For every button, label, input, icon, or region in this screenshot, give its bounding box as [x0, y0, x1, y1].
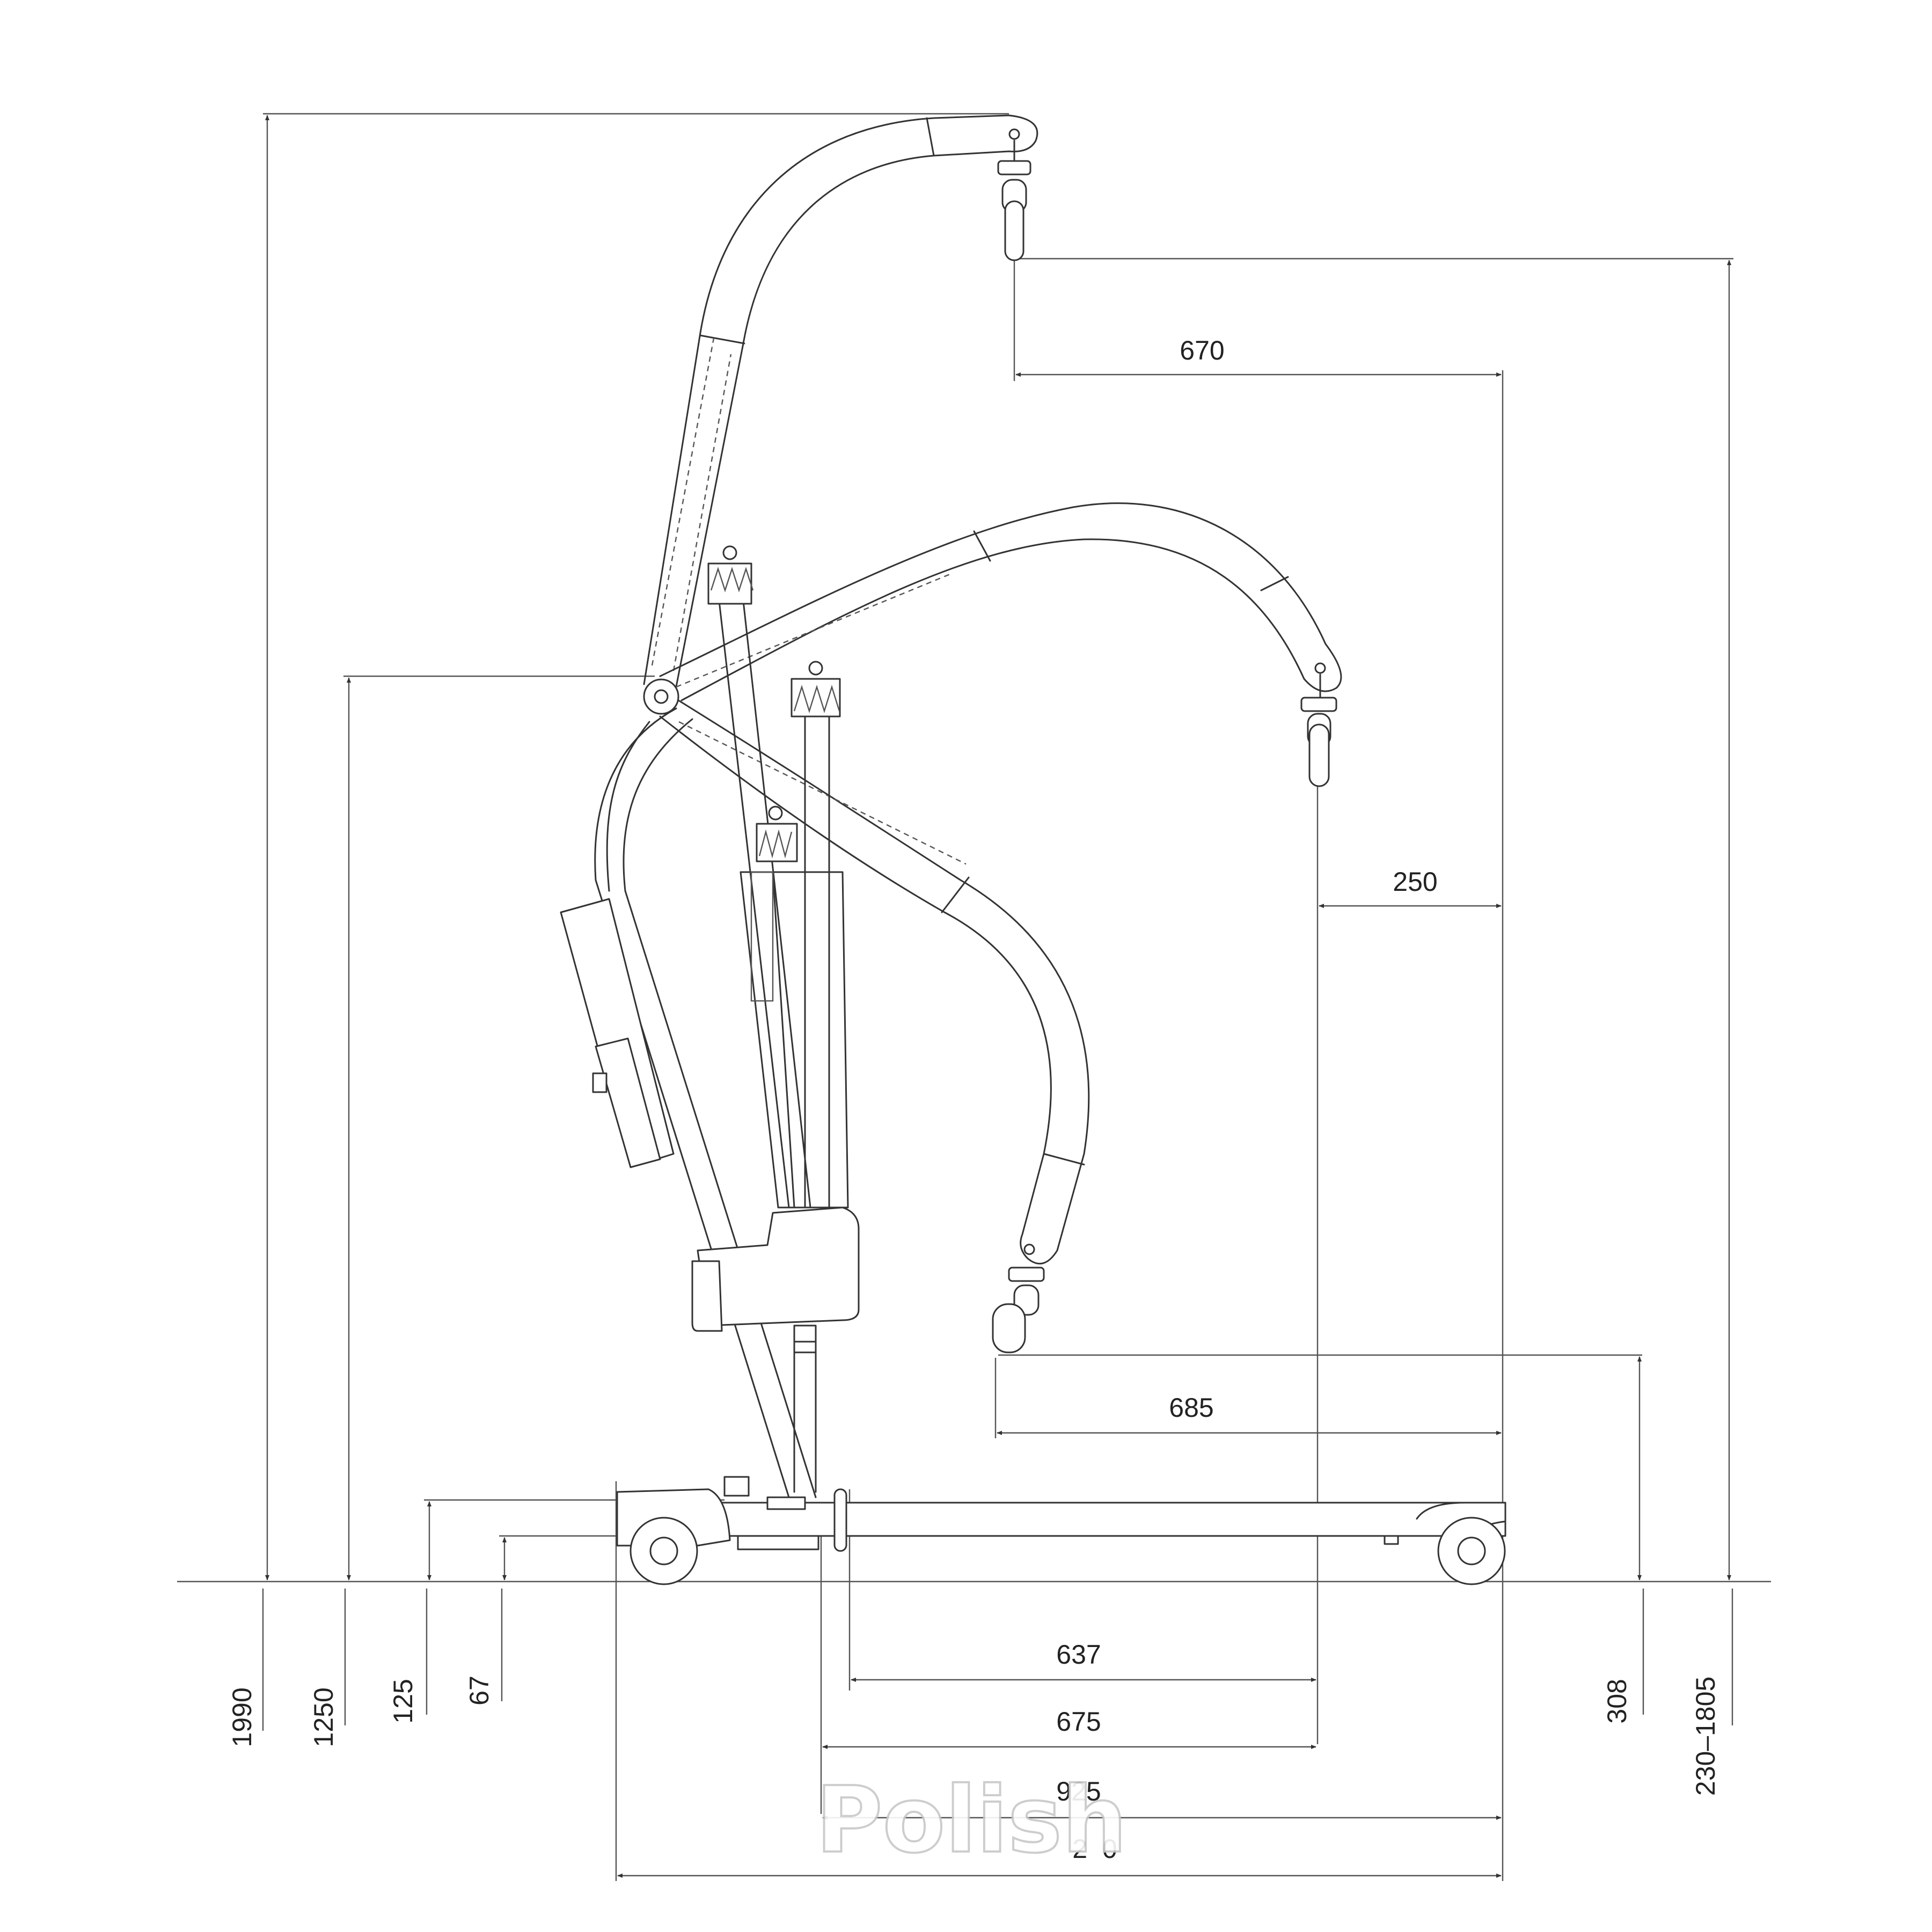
- dim-leg-height: 308: [1602, 1679, 1632, 1723]
- boom-lowest: [659, 691, 1090, 1264]
- actuators: [707, 545, 849, 1209]
- vertical-dimension-lines: [265, 115, 1731, 1580]
- hanger-bottom: [992, 1243, 1045, 1353]
- hanger-middle: [1300, 662, 1337, 787]
- hanger-top: [997, 128, 1031, 261]
- boom-lowered: [659, 502, 1342, 701]
- rear-wheel: [1437, 1517, 1506, 1585]
- dim-base-top-height: 125: [388, 1679, 418, 1723]
- mast: [594, 707, 817, 1498]
- base: [616, 1476, 1506, 1552]
- dim-overall-length: 2 0: [1072, 1834, 1117, 1864]
- horizontal-dimension-lines: [617, 372, 1502, 1878]
- dim-925: 925: [1056, 1776, 1101, 1806]
- dim-pivot-height: 1250: [309, 1687, 339, 1747]
- watermark: Polish: [816, 1767, 1127, 1874]
- extension-lines: [177, 113, 1771, 1881]
- dim-mid-reach: 250: [1393, 867, 1437, 897]
- patient-lift: [560, 114, 1506, 1585]
- boom-raised: [643, 114, 1038, 701]
- control-unit: [691, 1206, 860, 1493]
- dimension-labels: 670 250 685 637 675 925 2 0 1990 1250 12…: [227, 335, 1721, 1864]
- dim-675: 675: [1056, 1707, 1101, 1737]
- dim-low-reach: 685: [1169, 1393, 1213, 1423]
- dim-overall-height: 1990: [227, 1687, 257, 1747]
- battery-box: [560, 898, 675, 1168]
- wheels: [630, 1517, 1506, 1585]
- dim-lift-range: 230–1805: [1690, 1677, 1721, 1796]
- front-wheel: [630, 1517, 698, 1585]
- pivot-joint: [643, 678, 679, 715]
- dim-top-reach: 670: [1180, 335, 1224, 365]
- dim-base-clearance: 67: [464, 1675, 494, 1706]
- dim-637: 637: [1056, 1640, 1101, 1670]
